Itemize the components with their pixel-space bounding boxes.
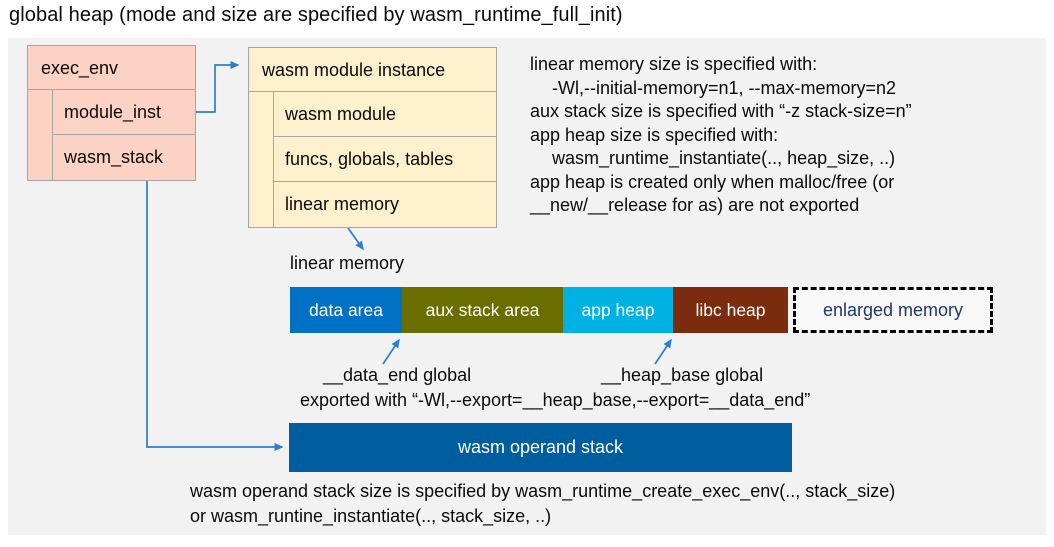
segment-data-area: data area <box>290 287 402 333</box>
note-line: __new/__release for as) are not exported <box>530 195 860 215</box>
arrow-linear-memory-cell-to-label <box>347 227 364 251</box>
linear-memory-bar: data area aux stack area app heap libc h… <box>290 287 788 333</box>
segment-app-heap: app heap <box>563 287 673 333</box>
wasm-module-instance-left-strip <box>249 92 274 227</box>
linear-memory-notes: linear memory size is specified with: -W… <box>530 53 912 218</box>
exported-with-note: exported with “-Wl,--export=__heap_base,… <box>300 390 811 410</box>
exec-env-left-strip <box>28 90 53 180</box>
heap-base-global-label: __heap_base global <box>601 365 764 385</box>
note-line: wasm_runtime_instantiate(.., heap_size, … <box>552 148 896 168</box>
exec-env-row-wasm-stack: wasm_stack <box>64 147 164 167</box>
note-line: app heap is created only when malloc/fre… <box>530 171 895 192</box>
wasm-module-instance-box: wasm module instance wasm module funcs, … <box>248 47 497 228</box>
note-line: app heap size is specified with: <box>530 124 779 145</box>
note-line: aux stack size is specified with “-z sta… <box>530 101 912 121</box>
operand-stack-note-line2: or wasm_runtine_instantiate(.., stack_si… <box>190 506 552 526</box>
page-title: global heap (mode and size are specified… <box>9 4 623 26</box>
exec-env-box: exec_env module_inst wasm_stack <box>27 45 196 181</box>
arrow-heap-base-to-boundary <box>654 338 672 365</box>
arrow-data-end-to-boundary <box>382 338 400 365</box>
linear-memory-label: linear memory <box>290 253 405 273</box>
instance-row-funcs-globals-tables: funcs, globals, tables <box>274 137 496 182</box>
segment-aux-stack-area: aux stack area <box>402 287 563 333</box>
note-line: -Wl,--initial-memory=n1, --max-memory=n2 <box>552 77 897 98</box>
wasm-operand-stack-bar: wasm operand stack <box>289 423 792 472</box>
diagram-panel: exec_env module_inst wasm_stack wasm mod… <box>8 38 1046 535</box>
enlarged-memory-box: enlarged memory <box>793 287 993 333</box>
exec-env-header: exec_env <box>28 46 195 90</box>
operand-stack-note-line1: wasm operand stack size is specified by … <box>190 481 896 501</box>
wasm-module-instance-header: wasm module instance <box>249 48 496 92</box>
exec-env-row-module-inst: module_inst <box>53 90 195 135</box>
note-line: linear memory size is specified with: <box>530 54 818 74</box>
segment-libc-heap: libc heap <box>673 287 788 333</box>
instance-row-linear-memory: linear memory <box>285 194 400 214</box>
data-end-global-label: __data_end global <box>323 365 472 385</box>
instance-row-wasm-module: wasm module <box>274 92 496 137</box>
